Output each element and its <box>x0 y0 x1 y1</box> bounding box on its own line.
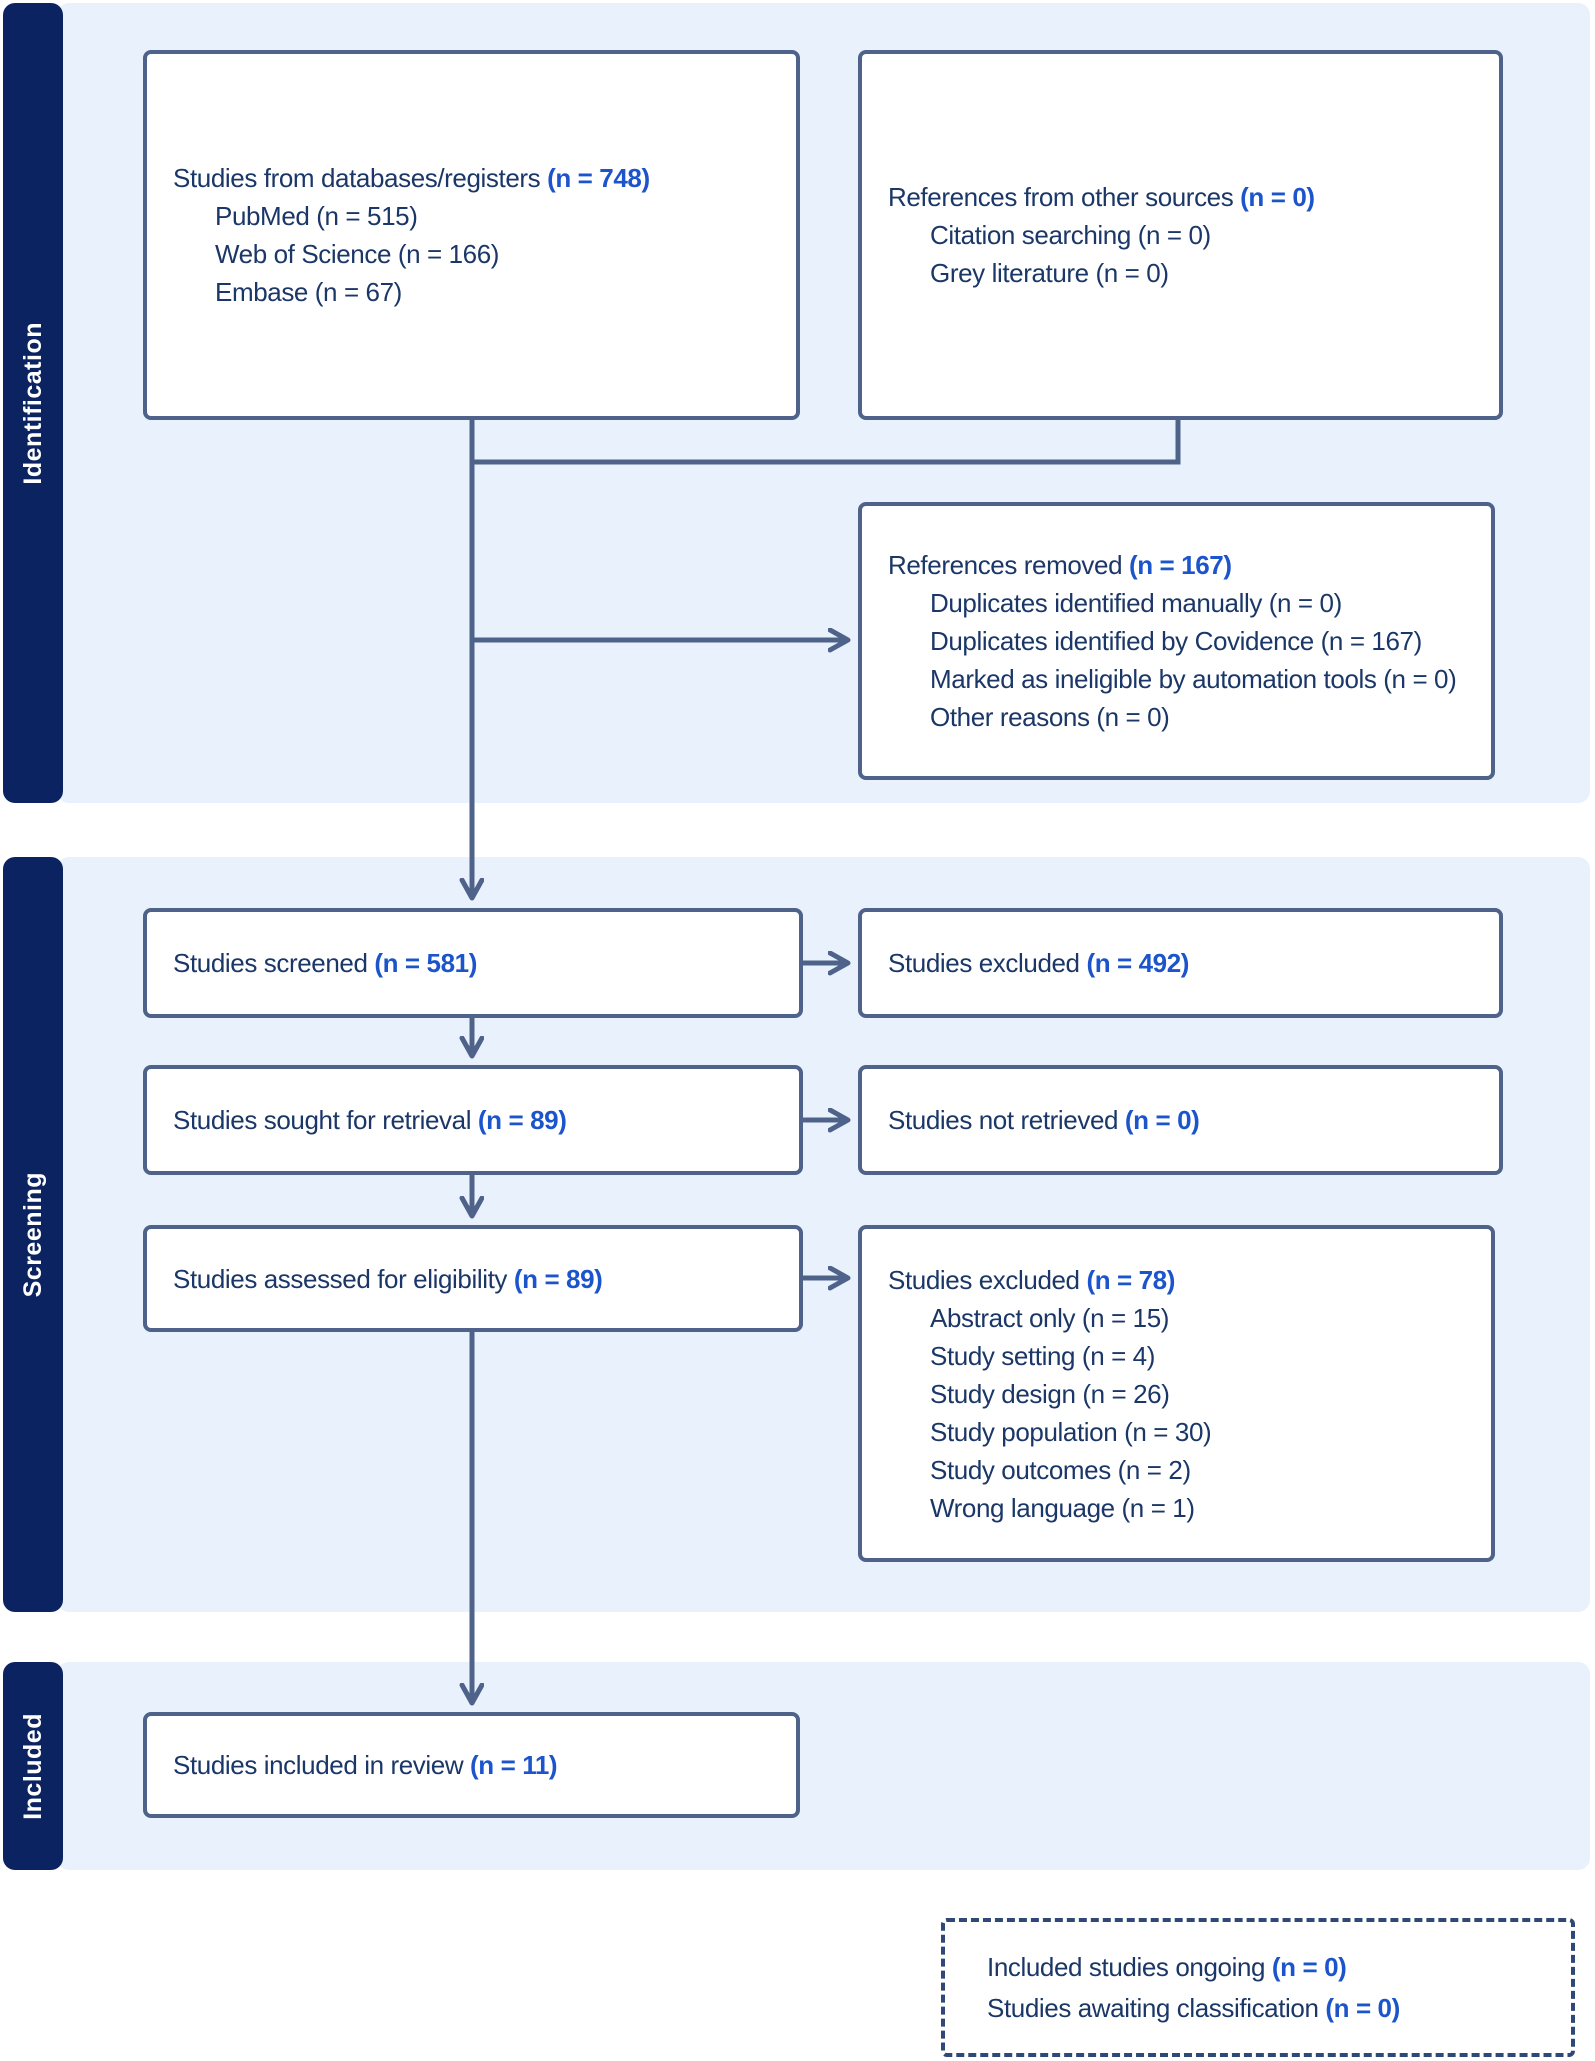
count-badge: (n = 89) <box>477 1105 567 1135</box>
box-item: Citation searching (n = 0) <box>930 220 1211 250</box>
box-title: Studies from databases/registers (n = 74… <box>173 163 650 193</box>
section-label-screening: Screening <box>18 1171 47 1298</box>
box-other-sources: References from other sources (n = 0) Ci… <box>858 50 1503 420</box>
count-badge: (n = 0) <box>1271 1951 1347 1982</box>
box-item: Embase (n = 67) <box>215 277 402 307</box>
box-item: PubMed (n = 515) <box>215 201 418 231</box>
box-studies-assessed: Studies assessed for eligibility (n = 89… <box>143 1225 803 1332</box>
box-studies-included: Studies included in review (n = 11) <box>143 1712 800 1818</box>
box-title: Studies not retrieved (n = 0) <box>888 1105 1200 1135</box>
box-studies-not-retrieved: Studies not retrieved (n = 0) <box>858 1065 1503 1175</box>
sidebar-bar-identification: Identification <box>3 3 63 803</box>
box-line-ongoing: Included studies ongoing (n = 0) <box>987 1951 1347 1982</box>
box-item: Study population (n = 30) <box>930 1417 1212 1447</box>
box-item: Study setting (n = 4) <box>930 1341 1156 1371</box>
box-studies-sought: Studies sought for retrieval (n = 89) <box>143 1065 803 1175</box>
count-badge: (n = 748) <box>547 163 650 193</box>
box-item: Duplicates identified by Covidence (n = … <box>930 626 1422 656</box>
count-badge: (n = 581) <box>374 948 477 978</box>
box-item: Other reasons (n = 0) <box>930 702 1170 732</box>
box-title: Studies included in review (n = 11) <box>173 1750 558 1780</box>
count-badge: (n = 167) <box>1128 550 1232 580</box>
sidebar-bar-screening: Screening <box>3 857 63 1612</box>
sidebar-bar-included: Included <box>3 1662 63 1870</box>
box-studies-screened: Studies screened (n = 581) <box>143 908 803 1018</box>
box-title: Studies sought for retrieval (n = 89) <box>173 1105 567 1135</box>
count-badge: (n = 11) <box>470 1750 558 1780</box>
box-title: References from other sources (n = 0) <box>888 182 1315 212</box>
box-item: Study outcomes (n = 2) <box>930 1455 1191 1485</box>
section-label-included: Included <box>18 1712 47 1820</box>
box-title: Studies excluded (n = 78) <box>888 1265 1176 1295</box>
box-item: Grey literature (n = 0) <box>930 258 1169 288</box>
count-badge: (n = 78) <box>1086 1265 1176 1295</box>
count-badge: (n = 89) <box>513 1263 603 1294</box>
connector-other-sources-merge <box>472 420 1181 465</box>
box-title: Studies screened (n = 581) <box>173 948 477 978</box>
box-databases-registers: Studies from databases/registers (n = 74… <box>143 50 800 420</box>
box-item: Marked as ineligible by automation tools… <box>930 664 1457 694</box>
section-label-identification: Identification <box>18 321 47 485</box>
box-title: Studies assessed for eligibility (n = 89… <box>173 1263 603 1294</box>
box-studies-excluded-eligibility: Studies excluded (n = 78) Abstract only … <box>858 1225 1495 1562</box>
box-item: Wrong language (n = 1) <box>930 1493 1195 1523</box>
box-studies-excluded-screening: Studies excluded (n = 492) <box>858 908 1503 1018</box>
count-badge: (n = 492) <box>1086 948 1190 978</box>
count-badge: (n = 0) <box>1325 1992 1400 2023</box>
box-title: References removed (n = 167) <box>888 550 1232 580</box>
box-item: Web of Science (n = 166) <box>215 239 500 269</box>
box-references-removed: References removed (n = 167) Duplicates … <box>858 502 1495 780</box>
box-line-awaiting: Studies awaiting classification (n = 0) <box>987 1992 1400 2023</box>
count-badge: (n = 0) <box>1124 1105 1200 1135</box>
box-ongoing-awaiting: Included studies ongoing (n = 0) Studies… <box>941 1918 1575 2057</box>
box-item: Study design (n = 26) <box>930 1379 1170 1409</box>
count-badge: (n = 0) <box>1240 182 1315 212</box>
box-item: Duplicates identified manually (n = 0) <box>930 588 1342 618</box>
box-title: Studies excluded (n = 492) <box>888 948 1190 978</box>
box-item: Abstract only (n = 15) <box>930 1303 1170 1333</box>
